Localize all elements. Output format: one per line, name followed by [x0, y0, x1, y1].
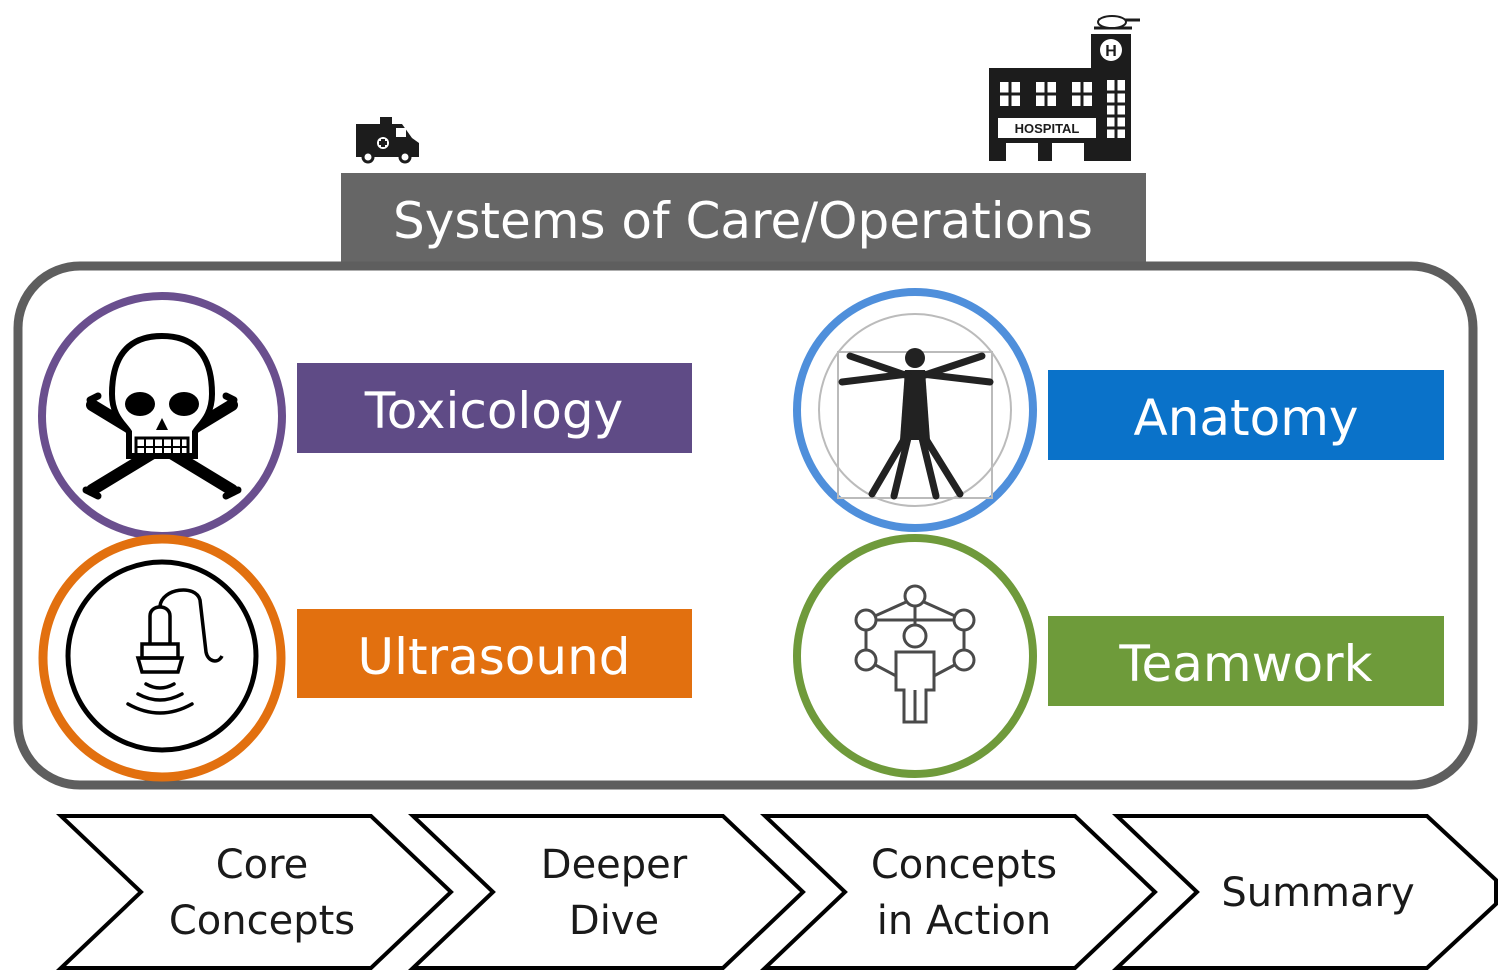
toxicology-label: Toxicology [364, 382, 623, 440]
hospital-letter: H [1105, 43, 1117, 60]
step-1-line2: Concepts [169, 898, 355, 944]
header-title: Systems of Care/Operations [393, 192, 1093, 250]
hospital-sign: HOSPITAL [1015, 121, 1080, 136]
ultrasound-label: Ultrasound [357, 628, 630, 686]
step-4-line1: Summary [1221, 870, 1414, 916]
hospital-icon: H HOSPITAL [989, 15, 1140, 161]
step-core-concepts: Core Concepts [55, 814, 454, 970]
step-deeper-dive: Deeper Dive [407, 814, 806, 970]
step-concepts-in-action: Concepts in Action [759, 814, 1158, 970]
step-2-line2: Dive [569, 898, 659, 944]
team-network-icon [854, 584, 976, 724]
teamwork-topic: Teamwork [793, 534, 1444, 778]
step-summary: Summary [1111, 814, 1498, 970]
teamwork-label: Teamwork [1118, 635, 1372, 693]
anatomy-label: Anatomy [1133, 389, 1358, 447]
topics-frame [13, 261, 1478, 790]
ultrasound-topic: Ultrasound [38, 534, 692, 782]
ambulance-icon [356, 117, 419, 164]
toxicology-topic: Toxicology [38, 292, 692, 540]
vitruvian-man-icon [818, 313, 1012, 507]
header-banner [341, 173, 1146, 268]
toxicology-label-box [297, 363, 692, 453]
anatomy-label-box [1048, 370, 1444, 460]
ultrasound-probe-icon [65, 559, 259, 753]
step-3-line2: in Action [877, 898, 1051, 944]
step-3-line1: Concepts [871, 842, 1057, 888]
teamwork-label-box [1048, 616, 1444, 706]
ultrasound-label-box [297, 609, 692, 698]
step-2-line1: Deeper [541, 842, 688, 888]
process-steps: Core Concepts Deeper Dive Concepts in Ac… [55, 814, 1498, 970]
skull-crossbones-icon [82, 332, 242, 500]
anatomy-topic: Anatomy [793, 288, 1444, 532]
step-1-line1: Core [216, 842, 309, 888]
